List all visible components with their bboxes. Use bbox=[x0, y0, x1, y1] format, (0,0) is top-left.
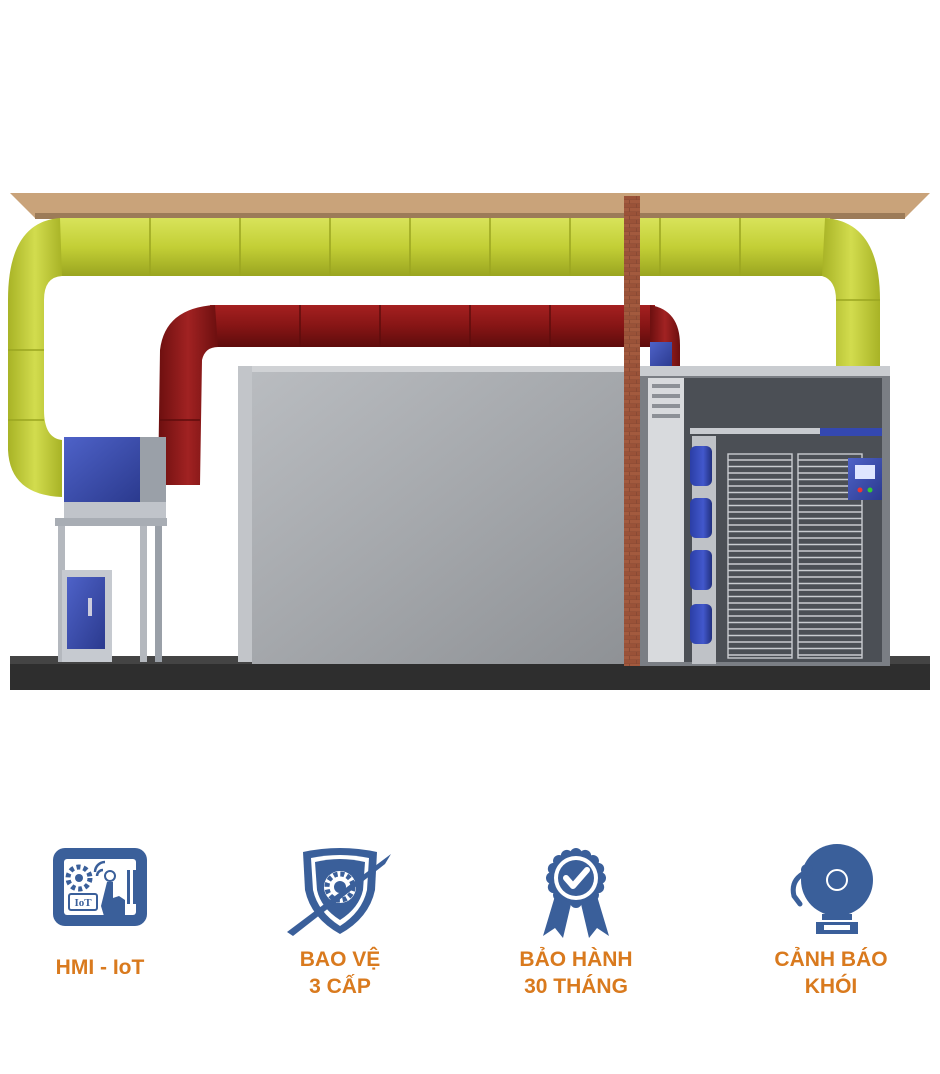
floor-slab bbox=[10, 662, 930, 690]
feature-label: BAO VỆ 3 CẤP bbox=[299, 948, 381, 998]
feature-warranty: BẢO HÀNH 30 THÁNG bbox=[486, 840, 666, 1040]
yellow-supply-duct bbox=[8, 218, 880, 497]
brick-chimney bbox=[624, 196, 640, 666]
rack-frame bbox=[797, 453, 863, 659]
roof-beam bbox=[10, 193, 930, 218]
hmi-control-panel bbox=[848, 458, 882, 500]
fan-column bbox=[690, 436, 716, 664]
feature-hmi-iot: IoT HMI - IoT bbox=[10, 840, 190, 1040]
heat-pump-unit bbox=[55, 437, 167, 662]
machine-room bbox=[640, 366, 890, 666]
feature-smoke-alarm: CẢNH BÁO KHÓI bbox=[741, 840, 921, 1040]
feature-label: CẢNH BÁO KHÓI bbox=[774, 948, 888, 998]
hmi-iot-icon: IoT bbox=[53, 848, 147, 926]
alarm-bell-icon bbox=[790, 844, 873, 934]
drying-room-illustration bbox=[8, 193, 930, 690]
warranty-badge-icon bbox=[543, 848, 609, 938]
control-cabinet bbox=[62, 570, 112, 662]
iot-icon-text: IoT bbox=[74, 897, 92, 909]
feature-label: BẢO HÀNH 30 THÁNG bbox=[519, 948, 633, 998]
feature-label: HMI - IoT bbox=[55, 956, 145, 979]
rack-frame bbox=[727, 453, 793, 659]
shield-gear-icon bbox=[287, 848, 391, 936]
drying-chamber bbox=[238, 366, 638, 664]
feature-protection: BAO VỆ 3 CẤP bbox=[250, 840, 430, 1040]
